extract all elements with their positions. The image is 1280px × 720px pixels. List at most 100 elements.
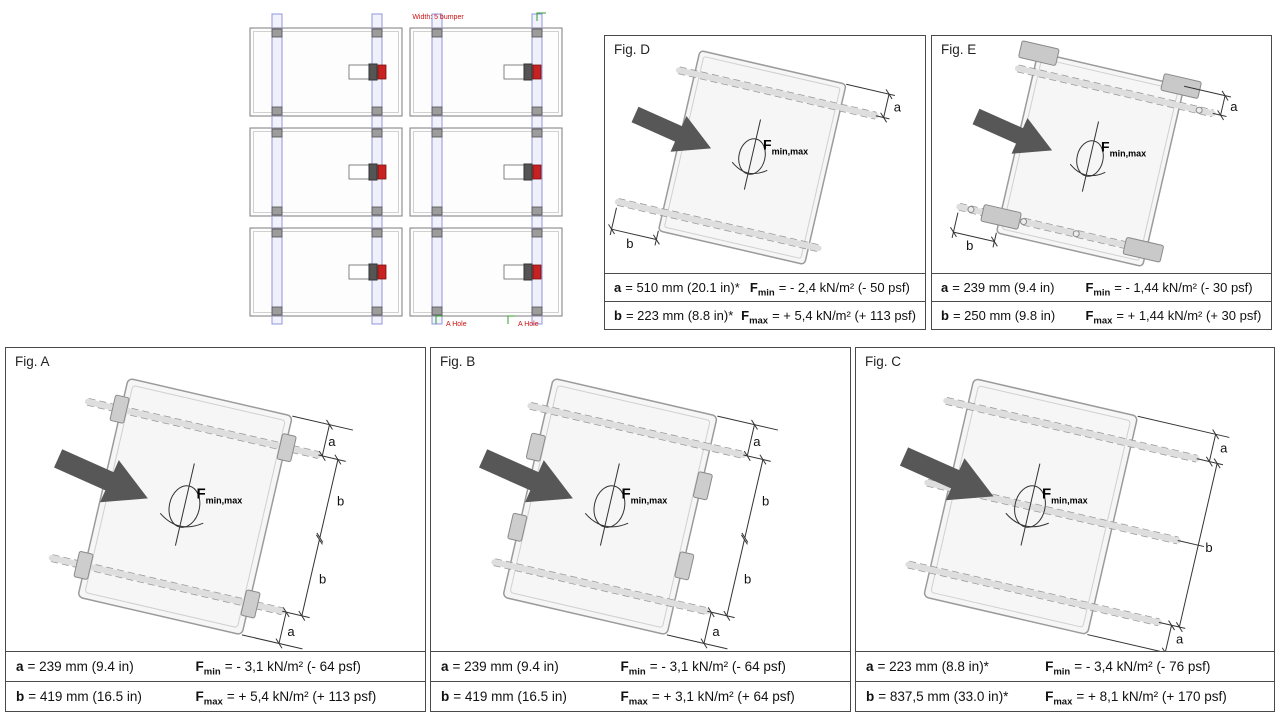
svg-text:b: b <box>744 572 751 587</box>
fig-c-diagram: a b a Fmin,max <box>899 378 1230 651</box>
solar-module: a b <box>950 40 1238 267</box>
force-point-marker <box>159 463 204 546</box>
dim-b-value: = 837,5 mm (33.0 in)* <box>878 689 1009 704</box>
cad-top-note: Width: 5 bumper <box>412 14 464 21</box>
cad-assemblies <box>348 63 542 281</box>
mounting-rails <box>491 402 747 616</box>
module-clamps <box>73 394 297 619</box>
dim-b-value: = 223 mm (8.8 in)* <box>625 308 734 323</box>
force-label: Fmin,max <box>621 485 667 505</box>
dim-b-value: = 250 mm (9.8 in) <box>952 308 1056 323</box>
fig-e-label: Fig. E <box>941 42 977 57</box>
svg-text:a: a <box>1230 99 1238 114</box>
figure-d: a b Fmin,max Fig. D a= 510 mm (20.1 in)* <box>604 35 926 330</box>
fig-d-diagram-area: a b Fmin,max Fig. D <box>605 36 925 273</box>
dim-a-letter: a <box>941 280 949 295</box>
load-arrow <box>631 106 712 152</box>
fig-a-label: Fig. A <box>15 354 50 369</box>
solar-module: a b a <box>905 378 1230 651</box>
cad-layout-drawing: Width: 5 bumper A Hole A Hole <box>240 8 600 330</box>
fig-b-row-b-fmax: b= 419 mm (16.5 in) Fmax= + 3,1 kN/m² (+… <box>431 681 850 711</box>
dim-a-letter: a <box>16 659 24 674</box>
fmax-letter: Fmax <box>1045 689 1073 708</box>
force-label: Fmin,max <box>763 137 808 157</box>
fig-b-diagram: a b b a Fmin,m <box>479 378 779 650</box>
fig-a-diagram: a b b a Fmin,m <box>48 378 354 650</box>
load-arrow <box>54 449 148 503</box>
fig-a-row-a-fmin: a= 239 mm (9.4 in) Fmin= - 3,1 kN/m² (- … <box>6 652 425 681</box>
fig-c-row-b-fmax: b= 837,5 mm (33.0 in)* Fmax= + 8,1 kN/m²… <box>856 681 1274 711</box>
fig-e-row-a-fmin: a= 239 mm (9.4 in) Fmin= - 1,44 kN/m² (-… <box>932 274 1271 301</box>
fmin-value: = - 2,4 kN/m² (- 50 psf) <box>778 280 910 295</box>
figure-c: a b a Fmin,max Fig. C a= 223 mm (8.8 in)… <box>855 347 1275 712</box>
fig-d-label: Fig. D <box>614 42 651 57</box>
bolts <box>967 106 1203 238</box>
svg-text:b: b <box>337 493 344 508</box>
figure-b: a b b a Fmin,m <box>430 347 851 712</box>
fmax-letter: Fmax <box>195 689 223 708</box>
svg-text:b: b <box>626 236 633 251</box>
cad-hole-label-left: A Hole <box>446 321 467 328</box>
fig-c-label: Fig. C <box>865 354 902 369</box>
dim-b-letter: b <box>614 308 622 323</box>
dimension-lines: a b b a <box>241 415 354 650</box>
fig-e-diagram: a b Fmin,max <box>950 40 1238 267</box>
dimension-lines: a b <box>950 85 1238 253</box>
cad-drawing-svg: Width: 5 bumper A Hole A Hole <box>249 12 563 328</box>
fmax-value: = + 5,4 kN/m² (+ 113 psf) <box>772 308 916 323</box>
dimension-lines: a b a <box>1087 415 1230 651</box>
dim-b-letter: b <box>941 308 949 323</box>
fig-e-row-b-fmax: b= 250 mm (9.8 in) Fmax= + 1,44 kN/m² (+… <box>932 301 1271 329</box>
load-arrow <box>899 447 994 501</box>
cad-green-bracket-left <box>435 315 443 324</box>
load-arrow <box>479 449 573 503</box>
dim-b-letter: b <box>441 689 450 704</box>
fig-e-diagram-area: a b Fmin,max Fig. E <box>932 36 1271 273</box>
fmax-value: = + 8,1 kN/m² (+ 170 psf) <box>1076 689 1227 704</box>
fmin-value: = - 1,44 kN/m² (- 30 psf) <box>1114 280 1253 295</box>
fig-b-diagram-area: a b b a Fmin,m <box>431 348 850 651</box>
dim-a-value: = 239 mm (9.4 in) <box>952 280 1055 295</box>
fmax-letter: Fmax <box>620 689 648 708</box>
fmax-letter: Fmax <box>1085 308 1113 327</box>
solar-module: a b b a <box>48 378 354 650</box>
fmax-letter: Fmax <box>741 308 769 327</box>
figure-e: a b Fmin,max Fig. E a= 239 mm (9.4 in) <box>931 35 1272 330</box>
mounting-rails <box>614 66 879 253</box>
svg-text:a: a <box>753 434 761 449</box>
force-point-marker <box>1005 463 1049 546</box>
dimension-lines: a b <box>608 83 902 251</box>
fig-c-diagram-area: a b a Fmin,max Fig. C <box>856 348 1274 651</box>
dimension-lines: a b b a <box>666 415 779 650</box>
fig-d-table: a= 510 mm (20.1 in)* Fmin= - 2,4 kN/m² (… <box>605 273 925 329</box>
fig-d-row-a-fmin: a= 510 mm (20.1 in)* Fmin= - 2,4 kN/m² (… <box>605 274 925 301</box>
fmin-value: = - 3,1 kN/m² (- 64 psf) <box>649 659 786 674</box>
fig-a-row-b-fmax: b= 419 mm (16.5 in) Fmax= + 5,4 kN/m² (+… <box>6 681 425 711</box>
fig-d-diagram: a b Fmin,max <box>608 50 902 265</box>
fmin-letter: Fmin <box>620 659 646 678</box>
cad-hole-label-right: A Hole <box>518 321 539 328</box>
svg-text:b: b <box>966 238 973 253</box>
fmin-letter: Fmin <box>195 659 221 678</box>
dim-b-value: = 419 mm (16.5 in) <box>28 689 142 704</box>
cad-green-bracket-right <box>507 315 515 324</box>
dim-b-letter: b <box>16 689 25 704</box>
svg-text:a: a <box>287 624 295 639</box>
fmin-value: = - 3,1 kN/m² (- 64 psf) <box>224 659 361 674</box>
fmax-value: = + 5,4 kN/m² (+ 113 psf) <box>226 689 377 704</box>
fig-b-row-a-fmin: a= 239 mm (9.4 in) Fmin= - 3,1 kN/m² (- … <box>431 652 850 681</box>
svg-text:b: b <box>1205 540 1212 555</box>
cad-clamps <box>271 28 543 316</box>
fig-c-table: a= 223 mm (8.8 in)* Fmin= - 3,4 kN/m² (-… <box>856 651 1274 711</box>
fmin-letter: Fmin <box>1085 280 1111 299</box>
svg-text:a: a <box>712 624 720 639</box>
module-clamps <box>507 432 713 581</box>
svg-text:a: a <box>894 99 902 114</box>
force-label: Fmin,max <box>196 485 242 505</box>
force-point-marker <box>584 463 629 546</box>
dim-b-letter: b <box>866 689 875 704</box>
solar-module: a b b a <box>491 378 779 650</box>
solar-module: a b <box>608 50 902 265</box>
fig-d-row-b-fmax: b= 223 mm (8.8 in)* Fmax= + 5,4 kN/m² (+… <box>605 301 925 329</box>
dim-a-value: = 239 mm (9.4 in) <box>27 659 134 674</box>
